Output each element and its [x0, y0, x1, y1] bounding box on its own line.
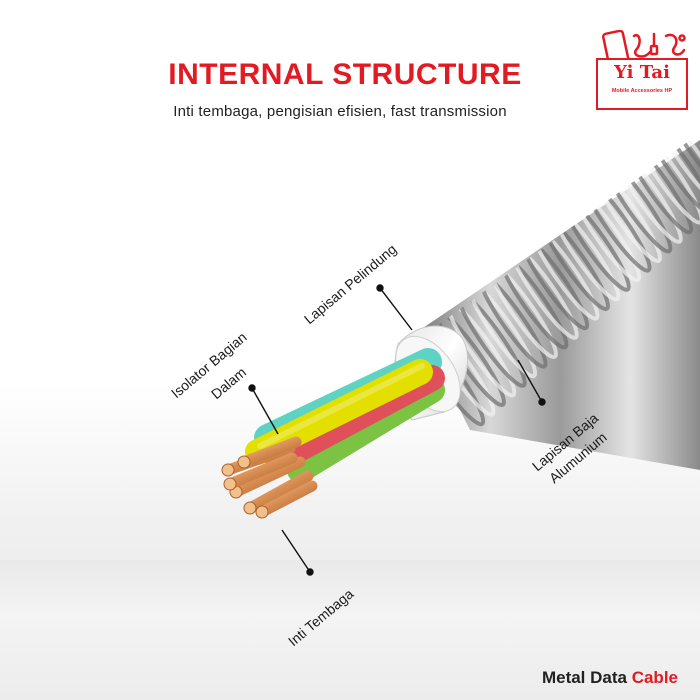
logo-name: Yi Tai	[614, 62, 670, 83]
product-name: Metal Data Cable	[542, 668, 678, 688]
copper-strand-end	[255, 505, 269, 519]
page-title: INTERNAL STRUCTURE	[0, 58, 690, 92]
product-name-highlight: Cable	[631, 668, 678, 687]
title-text: INTERNAL STRUCTURE	[168, 58, 522, 91]
copper-strand	[238, 436, 302, 468]
copper-strand-end	[243, 501, 257, 515]
page-subtitle: Inti tembaga, pengisian efisien, fast tr…	[173, 103, 507, 120]
copper-strand-end	[223, 477, 237, 491]
copper-core	[221, 436, 318, 519]
inner-insulators	[245, 348, 445, 483]
callout-lines	[248, 284, 546, 576]
logo-tagline: Mobile Accessories HP	[611, 88, 673, 94]
copper-strand-end	[237, 455, 251, 469]
copper-strand	[244, 470, 314, 514]
aluminium-steel-armor	[418, 140, 700, 470]
copper-strand	[256, 480, 318, 518]
product-name-prefix: Metal Data	[541, 668, 632, 687]
brand-logo: Yi Tai Mobile Accessories HP	[596, 30, 688, 110]
floor-surface	[0, 560, 700, 700]
copper-strand	[230, 456, 306, 498]
logo-frame	[596, 58, 688, 110]
copper-strand-end	[221, 463, 235, 477]
copper-strand	[224, 452, 298, 490]
